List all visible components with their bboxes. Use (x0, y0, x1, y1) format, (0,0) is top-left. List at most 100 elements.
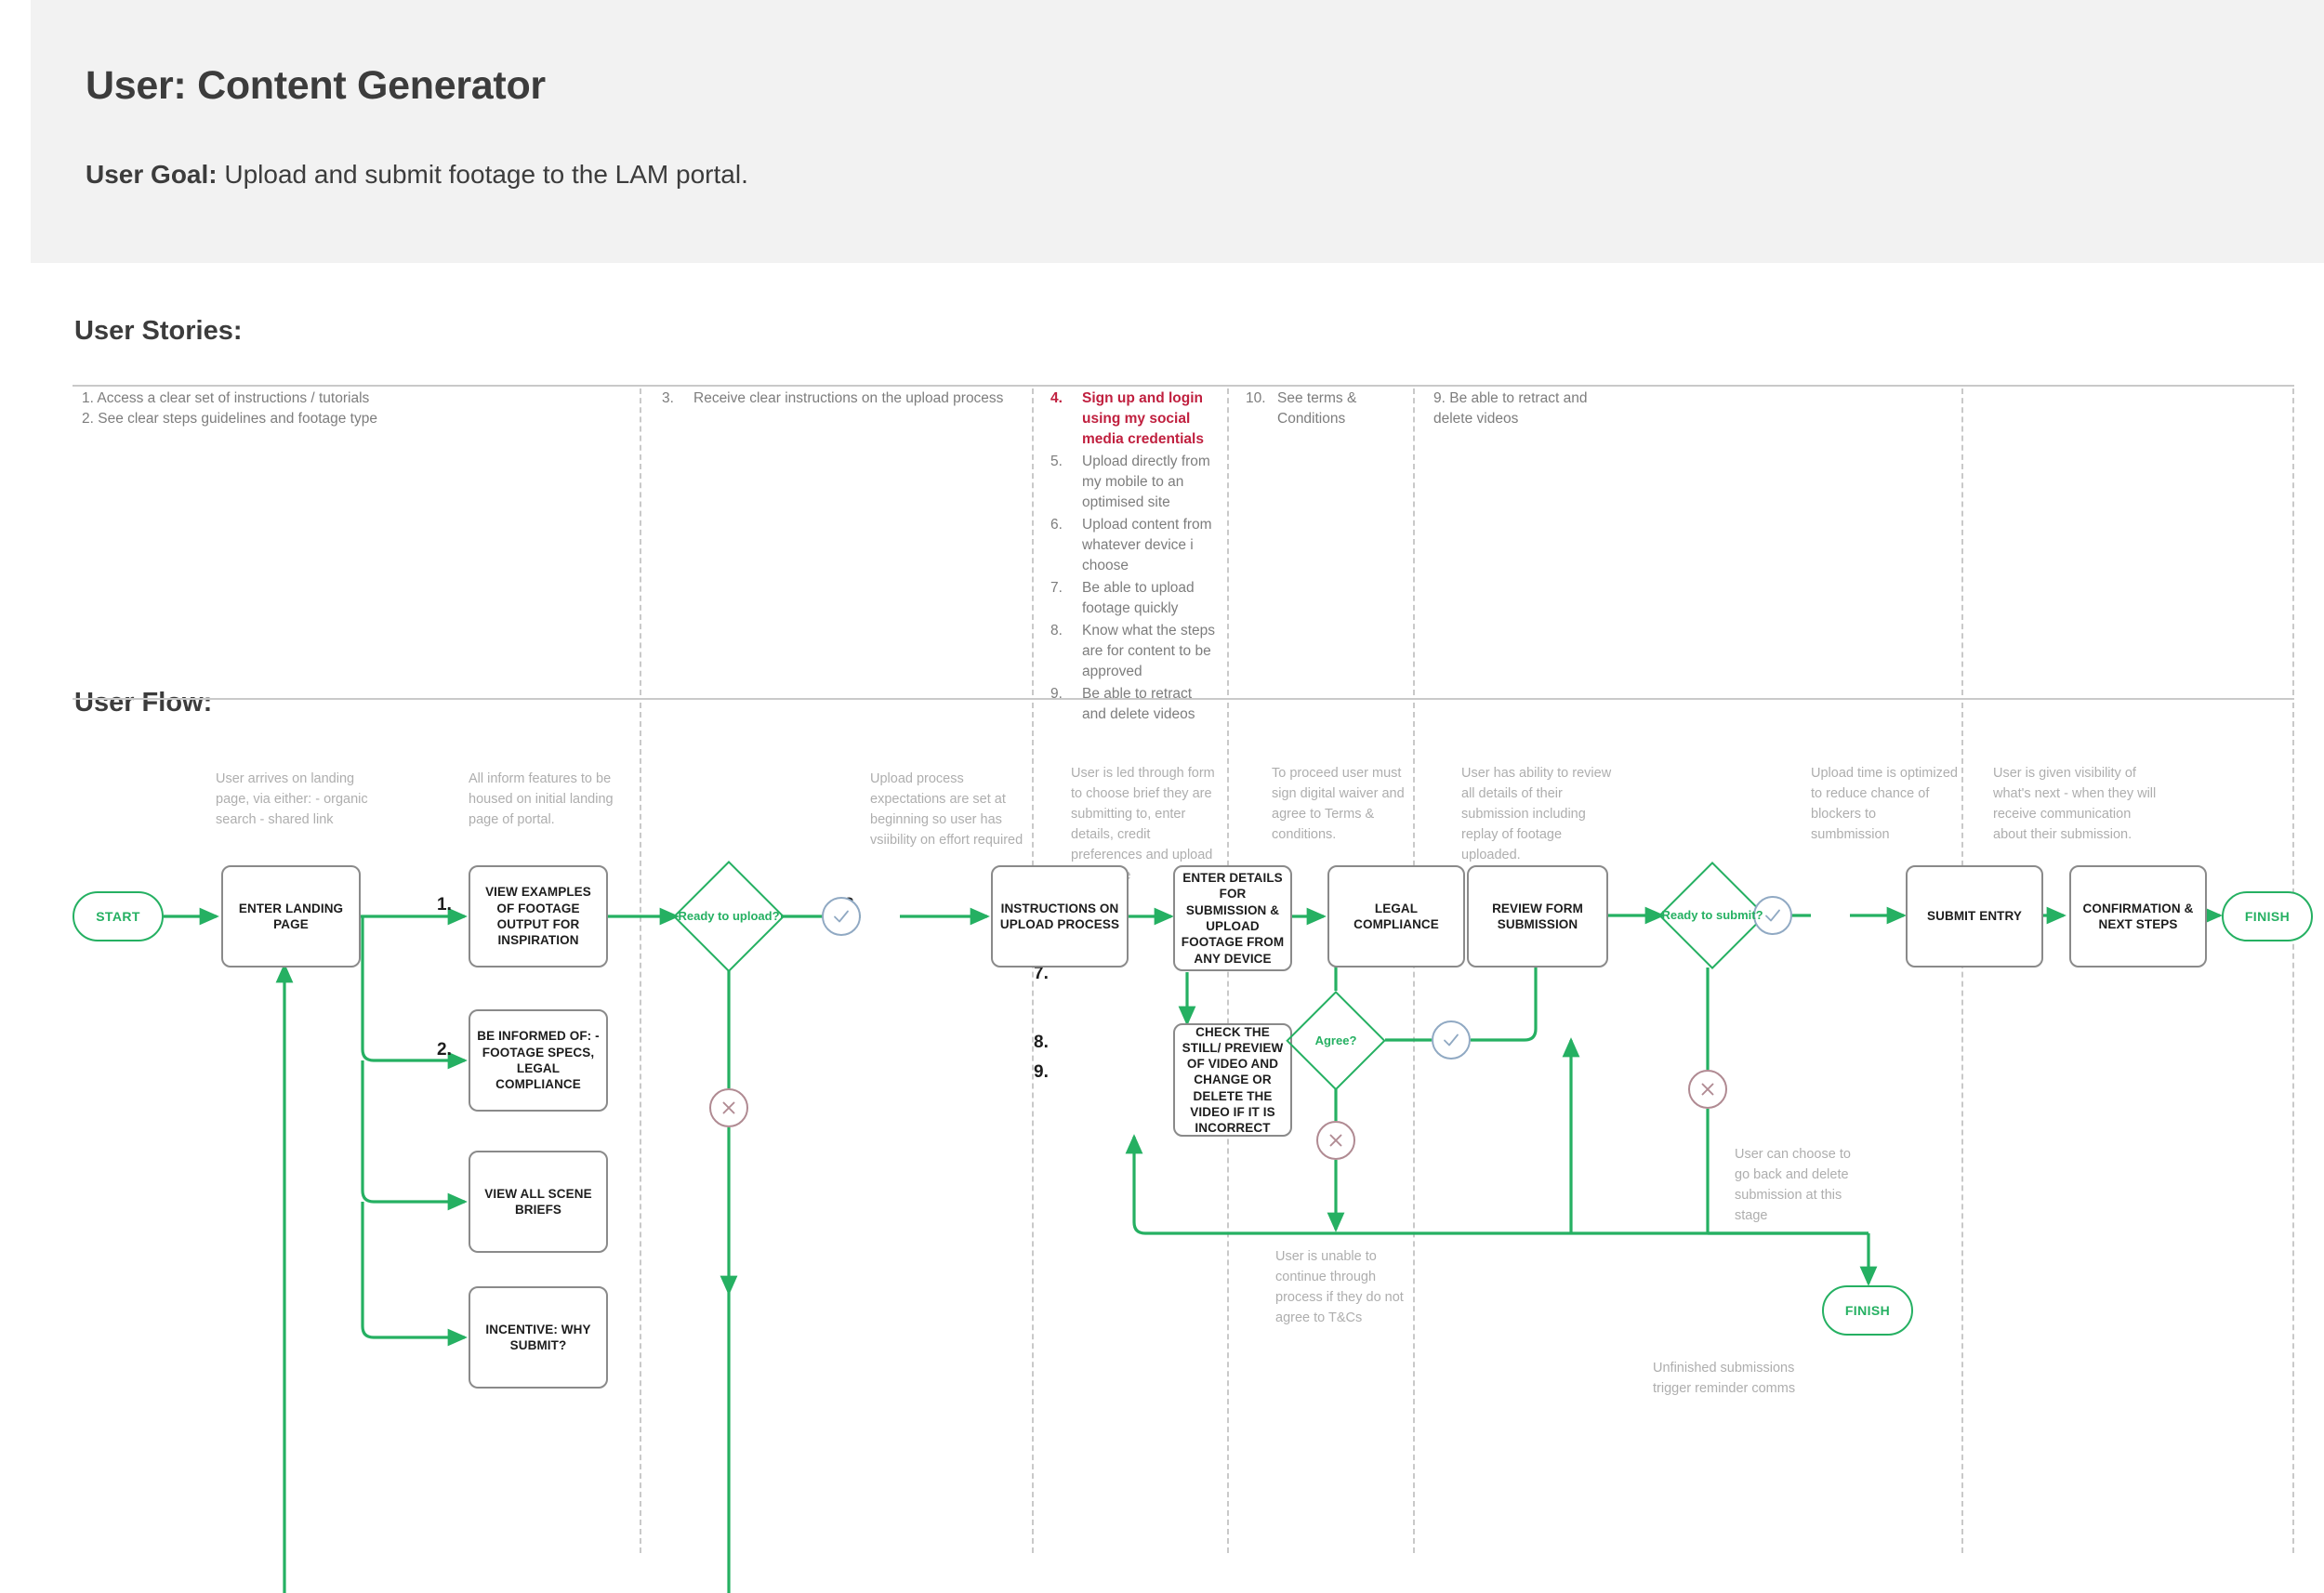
story-text: Be able to upload footage quickly (1082, 580, 1195, 616)
story-text: Be able to retract and delete videos (1082, 686, 1195, 722)
lane-divider-2-stories (1032, 388, 1034, 695)
story-number: 8. (1050, 623, 1063, 639)
gate-yes-ready-to-upload[interactable] (822, 897, 861, 936)
story-item: 9. Be able to retract and delete videos (1050, 684, 1218, 725)
node-ready-to-upload-decision[interactable]: Ready to upload? (673, 861, 785, 972)
header-band (31, 0, 2324, 263)
user-flow-title: User Flow: (74, 688, 213, 718)
story-text: Know what the steps are for content to b… (1082, 623, 1216, 679)
annotation-form: User is led through form to choose brief… (1071, 766, 1215, 883)
story-item: 7. Be able to upload footage quickly (1050, 578, 1218, 619)
gate-yes-agree[interactable] (1432, 1020, 1471, 1060)
node-check-still[interactable]: CHECK THE STILL/ PREVIEW OF VIDEO AND CH… (1173, 1023, 1292, 1137)
decision-label: Agree? (1314, 1033, 1357, 1048)
story-item: 5. Upload directly from my mobile to an … (1050, 452, 1218, 513)
node-incentive[interactable]: INCENTIVE: WHY SUBMIT? (469, 1286, 608, 1389)
story-number: 7. (1050, 580, 1063, 596)
step-number-7: 7. (1034, 964, 1049, 983)
story-item: 1. Access a clear set of instructions / … (82, 390, 370, 406)
lane-divider-4-stories (1413, 388, 1415, 695)
story-number: 10. (1246, 390, 1266, 406)
story-number: 9. (1050, 686, 1063, 702)
story-item-highlighted: 4. Sign up and login using my social med… (1050, 388, 1218, 450)
flow-divider-rule (73, 698, 2294, 700)
check-icon (1765, 909, 1780, 922)
node-start[interactable]: START (73, 891, 164, 941)
decision-label: Ready to upload? (678, 909, 780, 924)
step-number-2: 2. (437, 1040, 452, 1060)
node-instructions[interactable]: INSTRUCTIONS ON UPLOAD PROCESS (991, 865, 1129, 968)
gate-no-agree[interactable] (1316, 1121, 1355, 1160)
annotation-go-back: User can choose to go back and delete su… (1735, 1147, 1851, 1224)
annotation-upload-expectations: Upload process expectations are set at b… (870, 771, 1023, 849)
user-goal-line: User Goal: Upload and submit footage to … (86, 160, 748, 190)
story-text: See terms & Conditions (1277, 390, 1357, 427)
annotation-unfinished: Unfinished submissions trigger reminder … (1653, 1361, 1796, 1397)
annotation-waiver: To proceed user must sign digital waiver… (1272, 766, 1405, 843)
story-item: 6. Upload content from whatever device i… (1050, 515, 1218, 576)
story-number: 5. (1050, 454, 1063, 469)
annotation-unable-to-continue: User is unable to continue through proce… (1275, 1249, 1404, 1326)
story-text: Upload content from whatever device i ch… (1082, 517, 1212, 573)
story-column-5: 9. Be able to retract and delete videos (1433, 388, 1619, 429)
node-enter-landing-page[interactable]: ENTER LANDING PAGE (221, 865, 361, 968)
gate-no-ready-to-submit[interactable] (1688, 1070, 1727, 1109)
story-number: 6. (1050, 517, 1063, 533)
lane-divider-6-stories (2292, 388, 2294, 695)
node-be-informed[interactable]: BE INFORMED OF: - FOOTAGE SPECS, LEGAL C… (469, 1009, 608, 1112)
node-submit-entry[interactable]: SUBMIT ENTRY (1906, 865, 2043, 968)
lane-divider-5-stories (1961, 388, 1963, 695)
lane-divider-1-flow (640, 703, 641, 1553)
annotation-review: User has ability to review all details o… (1461, 766, 1612, 863)
story-column-1: 1. Access a clear set of instructions / … (82, 388, 602, 429)
story-item: 10. See terms & Conditions (1246, 388, 1404, 429)
lane-divider-1-stories (640, 388, 641, 695)
user-goal-label: User Goal: (86, 160, 218, 189)
node-view-examples[interactable]: VIEW EXAMPLES OF FOOTAGE OUTPUT FOR INSP… (469, 865, 608, 968)
cross-icon (1329, 1134, 1342, 1147)
story-text: Receive clear instructions on the upload… (693, 390, 1004, 406)
lane-divider-3-stories (1227, 388, 1229, 695)
story-number: 3. (662, 390, 674, 406)
user-stories-title: User Stories: (74, 316, 243, 346)
story-column-3: 4. Sign up and login using my social med… (1050, 388, 1218, 727)
story-text: Upload directly from my mobile to an opt… (1082, 454, 1210, 510)
gate-no-ready-to-upload[interactable] (709, 1088, 748, 1127)
step-number-1: 1. (437, 895, 452, 915)
node-agree-decision[interactable]: Agree? (1286, 991, 1386, 1091)
decision-label: Ready to submit? (1661, 908, 1763, 923)
node-view-scene-briefs[interactable]: VIEW ALL SCENE BRIEFS (469, 1151, 608, 1253)
user-flow-canvas: 1. 2. 3. 4. 5. 6. 7. 8. 9. 10. 9. User a… (0, 698, 2324, 1593)
step-number-8: 8. (1034, 1033, 1049, 1052)
story-column-2: 3. Receive clear instructions on the upl… (662, 388, 1015, 411)
user-goal-text: Upload and submit footage to the LAM por… (217, 160, 748, 189)
node-review-form[interactable]: REVIEW FORM SUBMISSION (1467, 865, 1608, 968)
story-number: 4. (1050, 390, 1063, 406)
lane-divider-6-flow (2292, 703, 2294, 1553)
story-item: 2. See clear steps guidelines and footag… (82, 411, 377, 427)
annotation-upload-time: Upload time is optimized to reduce chanc… (1811, 766, 1958, 843)
step-number-9: 9. (1034, 1062, 1049, 1082)
story-item: 8. Know what the steps are for content t… (1050, 621, 1218, 682)
node-legal-compliance[interactable]: LEGAL COMPLIANCE (1327, 865, 1465, 968)
story-column-4: 10. See terms & Conditions (1246, 388, 1404, 431)
node-finish-main[interactable]: FINISH (2222, 891, 2313, 941)
annotation-landing: User arrives on landing page, via either… (216, 771, 368, 828)
node-enter-details[interactable]: ENTER DETAILS FOR SUBMISSION & UPLOAD FO… (1173, 865, 1292, 971)
node-ready-to-submit-decision[interactable]: Ready to submit? (1658, 862, 1766, 969)
node-confirmation[interactable]: CONFIRMATION & NEXT STEPS (2069, 865, 2207, 968)
lane-divider-2-flow (1032, 703, 1034, 1553)
story-text: Sign up and login using my social media … (1082, 390, 1204, 447)
page-title: User: Content Generator (86, 63, 546, 108)
check-icon (834, 910, 849, 923)
lane-divider-5-flow (1961, 703, 1963, 1553)
stories-divider-rule (73, 385, 2294, 387)
check-icon (1444, 1033, 1459, 1047)
cross-icon (1701, 1083, 1714, 1096)
cross-icon (722, 1101, 735, 1114)
gate-yes-ready-to-submit[interactable] (1753, 896, 1792, 935)
story-item: 9. Be able to retract and delete videos (1433, 390, 1588, 427)
story-item: 3. Receive clear instructions on the upl… (662, 388, 1015, 409)
lane-divider-4-flow (1413, 703, 1415, 1553)
node-finish-abandon[interactable]: FINISH (1822, 1285, 1913, 1336)
